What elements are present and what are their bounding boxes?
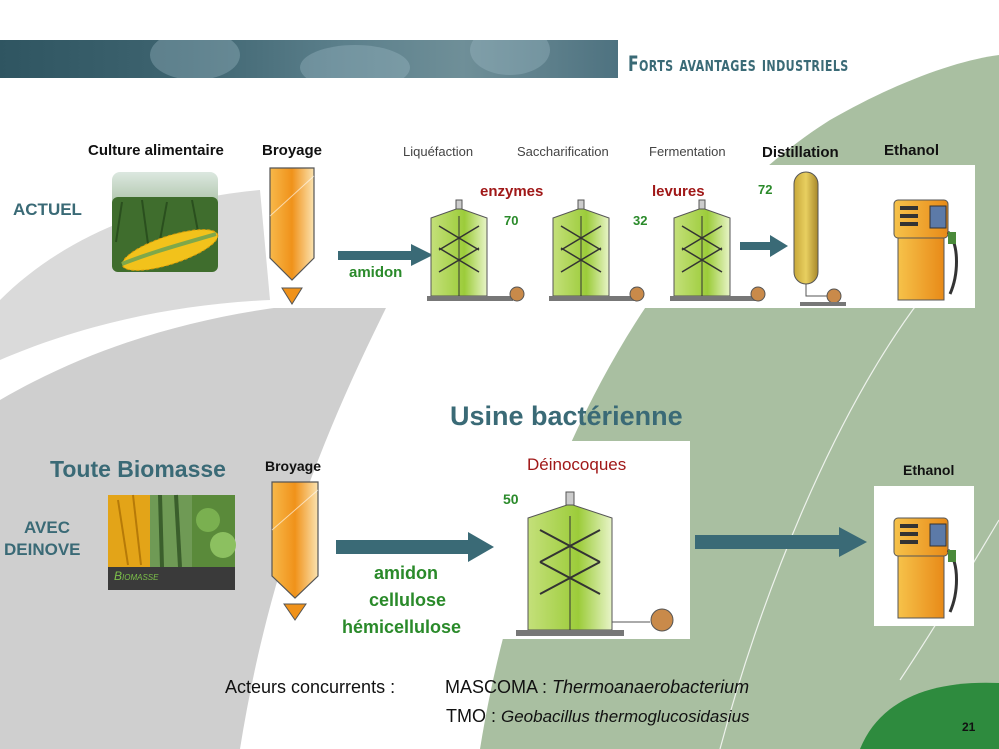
input-hemicellulose: hémicellulose xyxy=(342,617,462,637)
page-title: Forts avantages industriels xyxy=(628,52,849,76)
output-arrow-bottom xyxy=(695,527,867,557)
deinove-label: DEINOVE xyxy=(4,540,81,559)
fuel-pump-bottom-icon xyxy=(893,517,958,619)
actuel-row-label: ACTUEL xyxy=(13,200,82,219)
input-arrow-bottom xyxy=(336,532,494,562)
amidon-arrow-top xyxy=(338,244,433,266)
saccharification-label: Saccharification xyxy=(517,144,609,159)
biomass-image: Biomasse xyxy=(108,494,236,590)
liquefaction-reactor-icon xyxy=(427,199,525,302)
amidon-label-top: amidon xyxy=(349,264,403,281)
page-number: 21 xyxy=(962,720,976,734)
value-32: 32 xyxy=(633,213,648,228)
header-banner xyxy=(0,40,618,78)
ethanol-label-bottom: Ethanol xyxy=(903,462,955,478)
deinocoques-reactor-icon xyxy=(516,491,674,636)
broyage-label-bottom: Broyage xyxy=(265,458,322,474)
actuel-process-panel xyxy=(270,165,975,308)
biomasse-caption: Biomasse xyxy=(114,569,159,583)
enzymes-label: enzymes xyxy=(480,183,544,200)
grinder-top-icon xyxy=(269,167,315,305)
species-1: Thermoanaerobacterium xyxy=(552,677,750,697)
competitor-line-1: MASCOMA : Thermoanaerobacterium xyxy=(445,677,749,698)
grinder-bottom-icon xyxy=(271,481,319,621)
competitor-mascoma: MASCOMA : xyxy=(445,677,553,697)
distillation-label: Distillation xyxy=(762,144,839,161)
species-2: Geobacillus thermoglucosidasius xyxy=(501,707,750,726)
value-70: 70 xyxy=(504,213,519,228)
deinocoques-label: Déinocoques xyxy=(527,455,627,474)
culture-label: Culture alimentaire xyxy=(88,142,224,159)
fermentation-label: Fermentation xyxy=(649,144,726,159)
levures-label: levures xyxy=(652,183,705,200)
usine-heading: Usine bactérienne xyxy=(450,401,683,431)
saccharification-reactor-icon xyxy=(549,199,645,302)
corn-field-image xyxy=(112,172,219,272)
value-50: 50 xyxy=(503,491,519,507)
competitor-line-2: TMO : Geobacillus thermoglucosidasius xyxy=(446,706,750,727)
ethanol-label-top: Ethanol xyxy=(884,142,939,159)
arrow-to-distillation xyxy=(740,235,788,257)
input-cellulose: cellulose xyxy=(369,590,447,610)
acteurs-prefix: Acteurs concurrents : xyxy=(225,677,396,697)
fuel-pump-top-icon xyxy=(893,199,958,301)
liquefaction-label: Liquéfaction xyxy=(403,144,474,159)
broyage-label: Broyage xyxy=(262,142,323,159)
competitor-tmo: TMO : xyxy=(446,706,501,726)
distillation-column-icon xyxy=(793,171,846,306)
input-amidon: amidon xyxy=(374,563,439,583)
value-72: 72 xyxy=(758,182,773,197)
toute-biomasse-label: Toute Biomasse xyxy=(50,456,226,482)
avec-label: AVEC xyxy=(24,518,70,537)
fermentation-reactor-icon xyxy=(670,199,766,302)
